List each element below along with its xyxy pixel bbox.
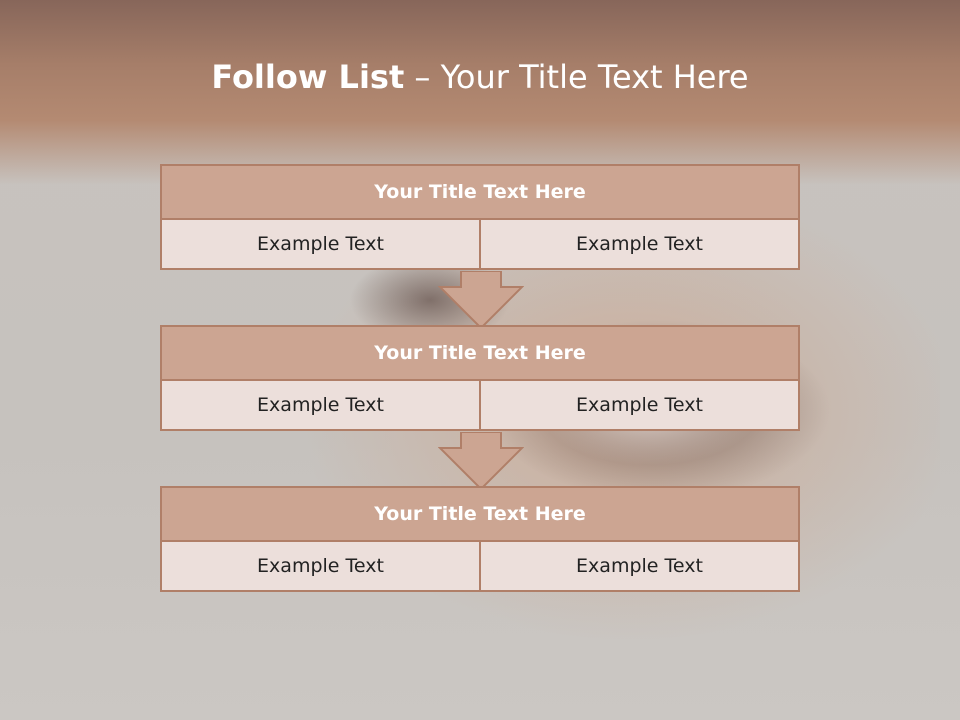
list-block-3: Your Title Text Here Example Text Exampl… xyxy=(160,486,800,592)
block-cell-right: Example Text xyxy=(479,542,798,590)
block-cell-left: Example Text xyxy=(257,394,384,416)
slide-title: Follow List – Your Title Text Here xyxy=(0,55,960,99)
down-arrow-icon xyxy=(438,271,524,329)
header-band xyxy=(0,0,960,185)
block-title: Your Title Text Here xyxy=(160,325,800,381)
slide-title-rest: – Your Title Text Here xyxy=(404,58,749,96)
block-cell-left: Example Text xyxy=(257,555,384,577)
block-row: Example Text Example Text xyxy=(160,542,800,592)
block-title: Your Title Text Here xyxy=(160,486,800,542)
list-block-1: Your Title Text Here Example Text Exampl… xyxy=(160,164,800,270)
slide-title-bold: Follow List xyxy=(211,58,405,96)
block-cell-right: Example Text xyxy=(479,220,798,268)
block-cell-right: Example Text xyxy=(479,381,798,429)
block-title: Your Title Text Here xyxy=(160,164,800,220)
list-block-2: Your Title Text Here Example Text Exampl… xyxy=(160,325,800,431)
block-cell-left: Example Text xyxy=(257,233,384,255)
down-arrow-icon xyxy=(438,432,524,490)
block-row: Example Text Example Text xyxy=(160,381,800,431)
block-row: Example Text Example Text xyxy=(160,220,800,270)
